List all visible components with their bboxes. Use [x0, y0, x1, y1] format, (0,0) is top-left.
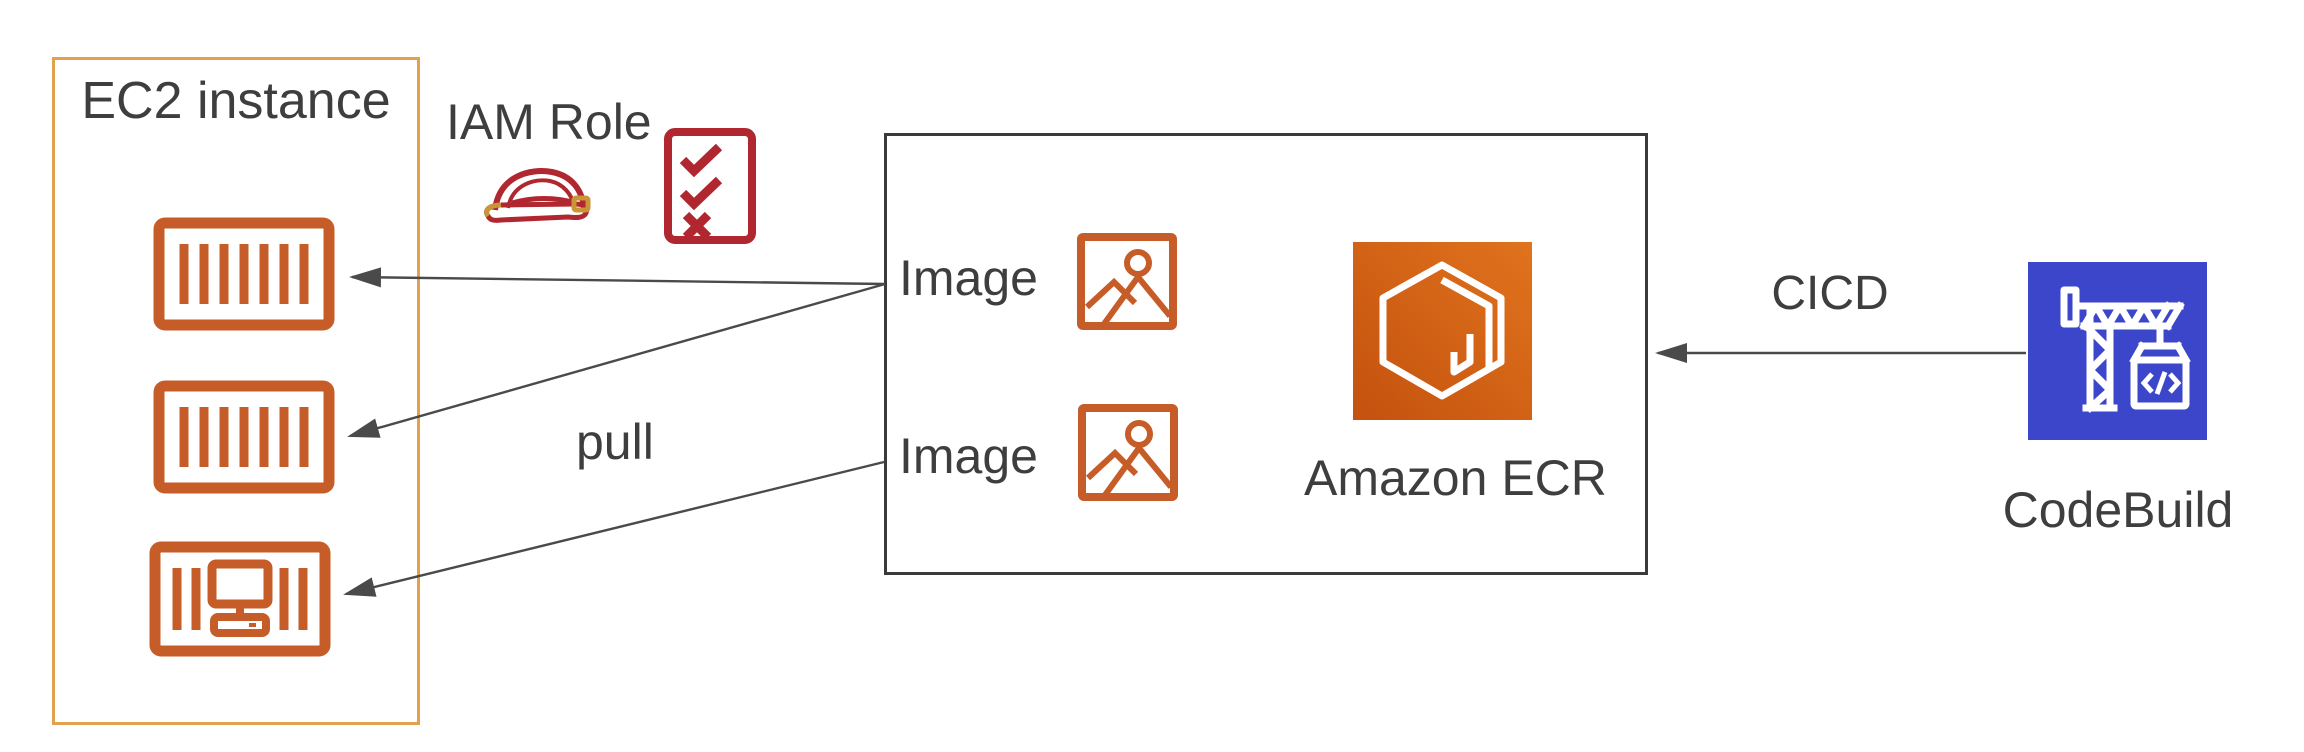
- hardhat-icon: [484, 168, 591, 223]
- image-icon-1: [1077, 233, 1177, 330]
- codebuild-icon: [2028, 262, 2207, 440]
- arrow-pull-3: [343, 460, 885, 597]
- codebuild-label: CodeBuild: [2002, 482, 2234, 538]
- pull-label: pull: [576, 414, 654, 470]
- image-icon-2: [1078, 404, 1178, 501]
- container-icon-1: [153, 217, 335, 331]
- ecr-icon: [1353, 242, 1532, 420]
- image-label-2: Image: [899, 428, 1038, 484]
- iam-role-label: IAM Role: [446, 94, 652, 150]
- checklist-icon: [664, 128, 756, 244]
- ecr-box: [884, 133, 1648, 575]
- container-icon-2: [153, 380, 335, 494]
- arrow-pull-1: [349, 267, 886, 288]
- amazon-ecr-label: Amazon ECR: [1304, 450, 1607, 506]
- image-label-1: Image: [899, 250, 1038, 306]
- app-container-icon: [149, 541, 331, 657]
- ec2-instance-label: EC2 instance: [81, 72, 391, 130]
- cicd-label: CICD: [1771, 267, 1889, 320]
